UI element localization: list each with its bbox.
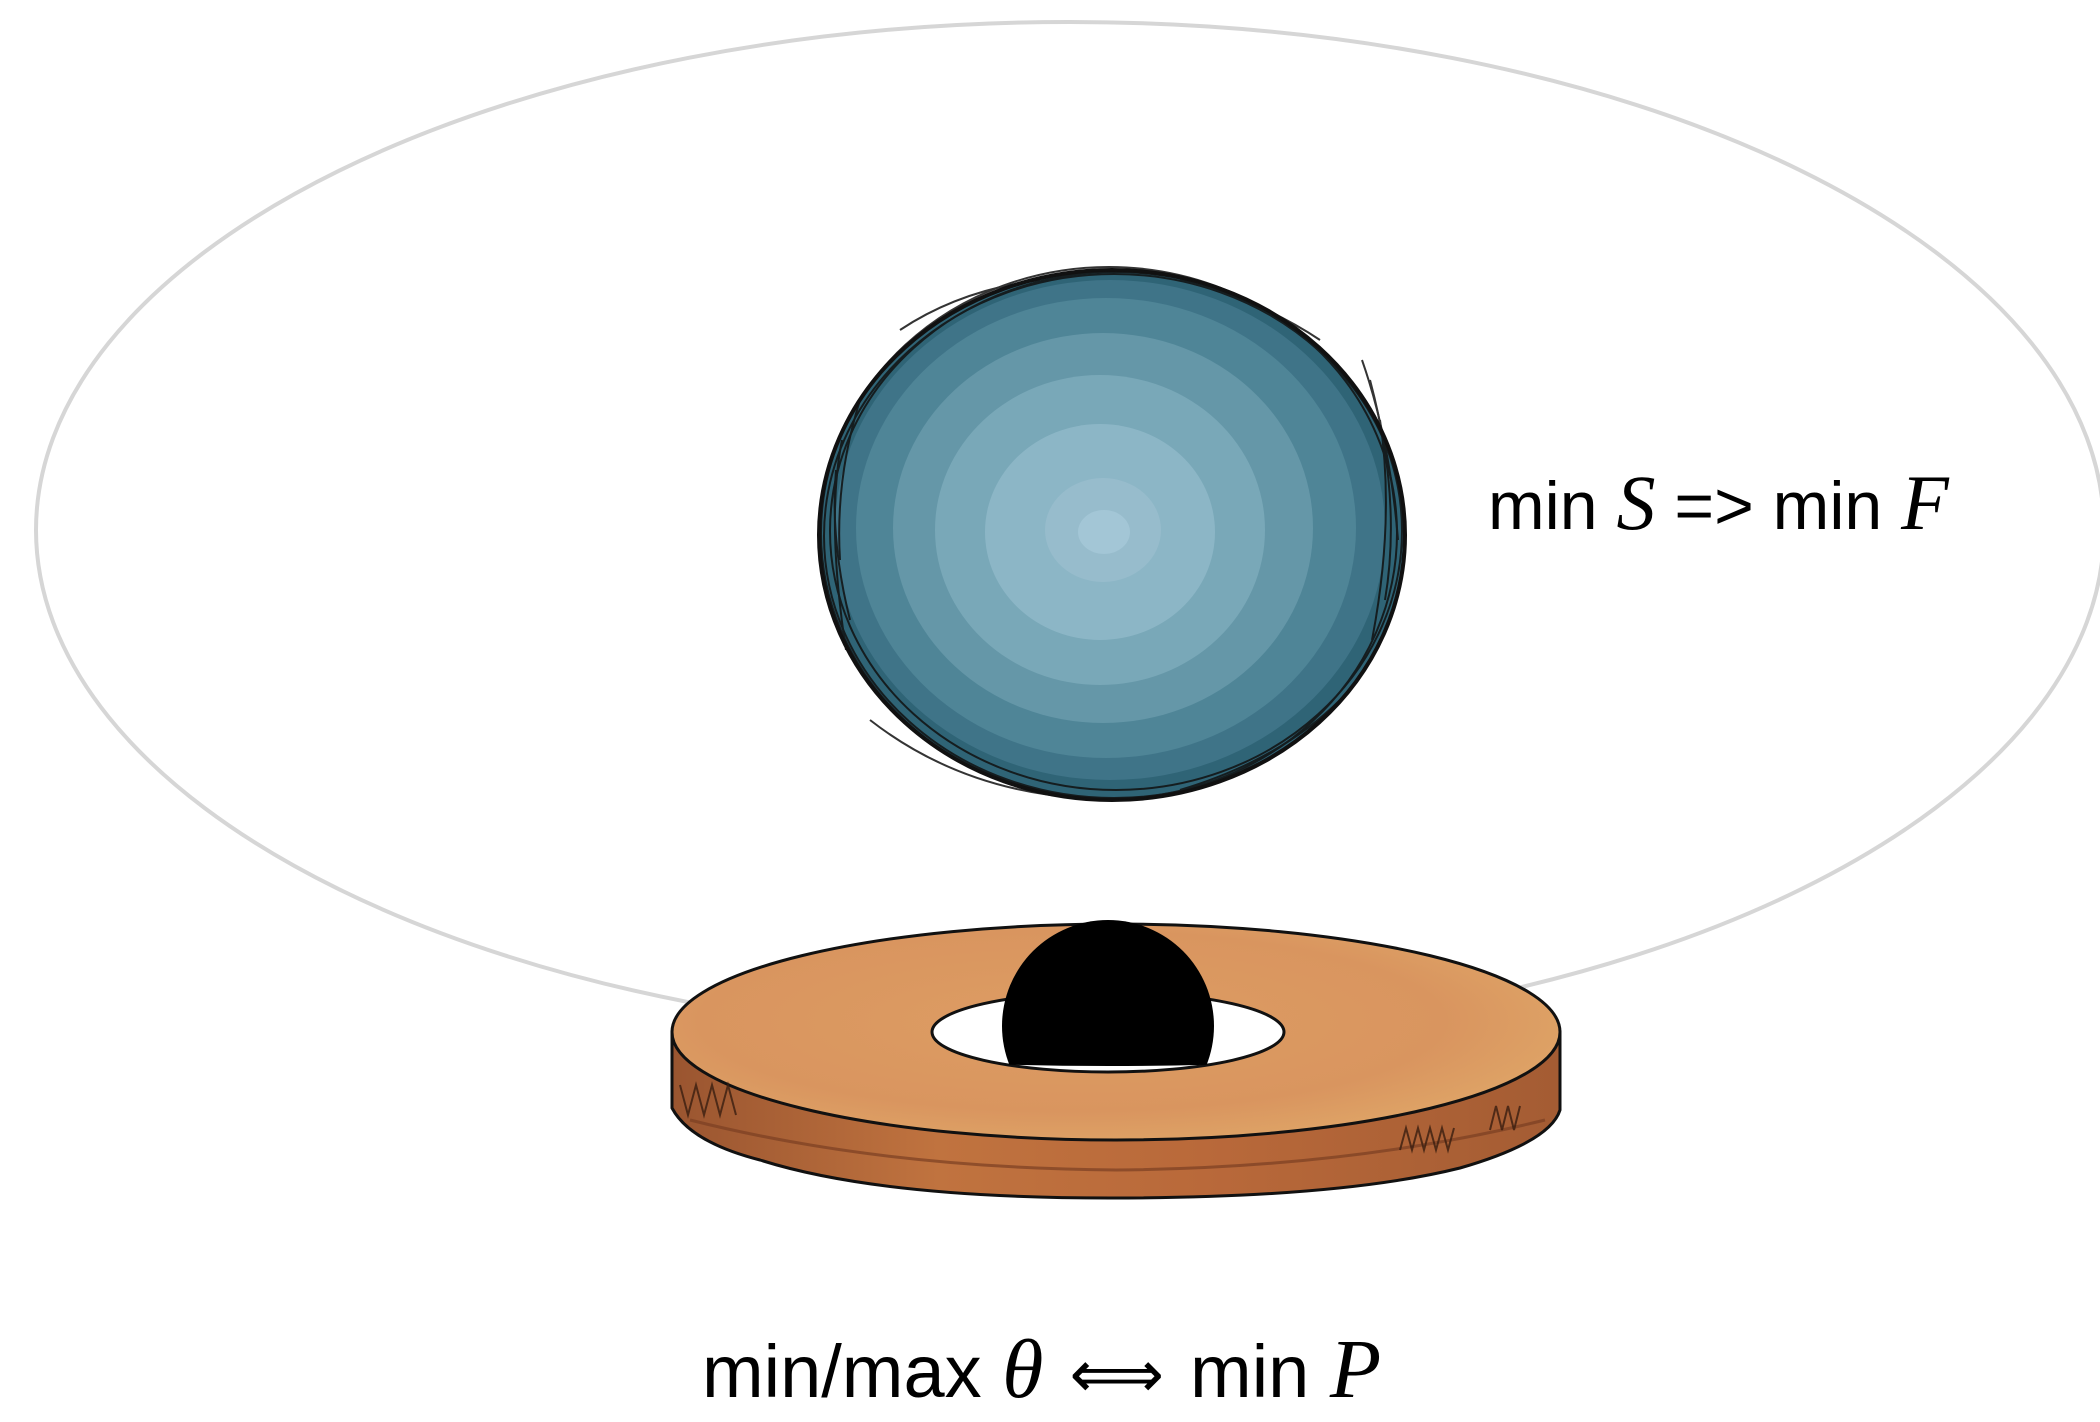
pressure-symbol: P	[1330, 1323, 1381, 1416]
free-energy-symbol: F	[1901, 459, 1949, 546]
equivalence-arrow: ⟺	[1069, 1336, 1164, 1413]
star-sphere	[819, 267, 1405, 800]
star-condition-label: min S => min F	[1488, 464, 1949, 542]
label-top-mid: => min	[1655, 468, 1901, 544]
label-bottom-prefix: min/max	[702, 1330, 1002, 1413]
disk-condition-label: min/max θ⟺min P	[702, 1328, 1381, 1412]
theta-symbol: θ	[1002, 1323, 1043, 1416]
label-bottom-mid: min	[1190, 1330, 1330, 1413]
entropy-symbol: S	[1616, 459, 1655, 546]
label-top-prefix: min	[1488, 468, 1616, 544]
